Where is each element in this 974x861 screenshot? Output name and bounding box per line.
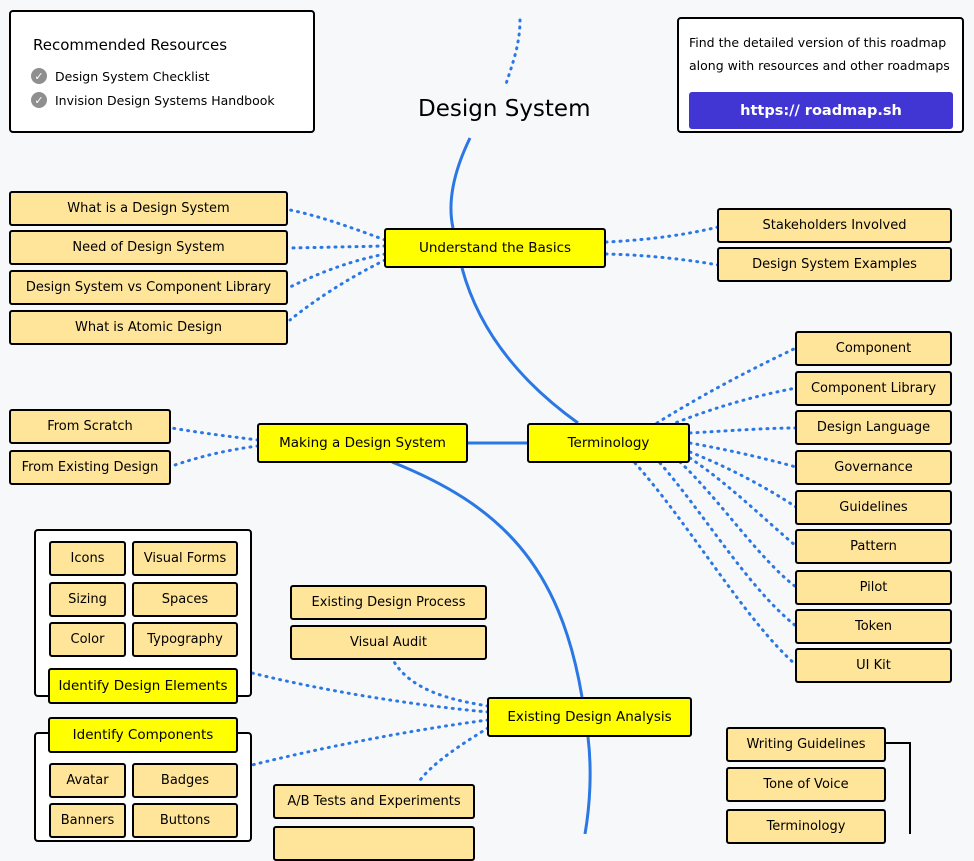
node-analysis-partial[interactable] [273, 826, 475, 861]
link-term-component [655, 346, 798, 425]
link-analysis-audit [391, 658, 490, 708]
link-term-token [658, 461, 798, 628]
link-basics-need [288, 244, 387, 250]
info-line-2: along with resources and other roadmaps [689, 58, 950, 73]
resource-link-checklist[interactable]: ✓ Design System Checklist [31, 68, 210, 84]
connector-layer [170, 18, 911, 834]
node-existing-design-process[interactable]: Existing Design Process [290, 585, 487, 620]
node-writing-guidelines[interactable]: Writing Guidelines [726, 727, 886, 762]
roadmap-canvas: Design System Recommended Resources ✓ De… [9, 10, 964, 861]
spine-making-to-analysis [391, 460, 584, 698]
link-term-language [688, 426, 798, 435]
link-making-existing [170, 444, 260, 468]
node-from-scratch[interactable]: From Scratch [9, 409, 171, 444]
resources-panel: Recommended Resources ✓ Design System Ch… [9, 10, 315, 133]
node-need-of-design-system[interactable]: Need of Design System [9, 230, 288, 265]
link-basics-vs [288, 252, 387, 289]
link-term-pattern [688, 456, 798, 548]
link-basics-examples [604, 252, 720, 267]
node-banners[interactable]: Banners [49, 803, 126, 838]
node-term-design-language[interactable]: Design Language [795, 410, 952, 445]
roadmap-title: Design System [418, 96, 591, 122]
link-term-governance [688, 441, 798, 469]
link-basics-what-is [288, 208, 387, 242]
node-visual-forms[interactable]: Visual Forms [132, 541, 238, 576]
resource-label: Design System Checklist [55, 68, 210, 84]
node-existing-design-analysis[interactable]: Existing Design Analysis [487, 697, 692, 737]
link-term-pilot [678, 460, 798, 589]
node-ab-tests[interactable]: A/B Tests and Experiments [273, 784, 475, 819]
node-color[interactable]: Color [49, 622, 126, 657]
link-term-guidelines [688, 450, 798, 509]
node-writing-terminology[interactable]: Terminology [726, 809, 886, 844]
node-identify-design-elements[interactable]: Identify Design Elements [48, 668, 238, 704]
resource-link-handbook[interactable]: ✓ Invision Design Systems Handbook [31, 92, 275, 108]
node-making-design-system[interactable]: Making a Design System [257, 423, 468, 463]
spine-analysis-down [583, 736, 592, 834]
node-visual-audit[interactable]: Visual Audit [290, 625, 487, 660]
node-term-component[interactable]: Component [795, 331, 952, 366]
node-term-pilot[interactable]: Pilot [795, 570, 952, 605]
link-term-uikit [633, 461, 798, 667]
node-sizing[interactable]: Sizing [49, 582, 126, 617]
writing-bracket [885, 742, 911, 834]
check-circle-icon: ✓ [31, 68, 47, 84]
info-panel: Find the detailed version of this roadma… [677, 17, 964, 133]
check-circle-icon: ✓ [31, 92, 47, 108]
node-design-system-vs-library[interactable]: Design System vs Component Library [9, 270, 288, 305]
info-line-1: Find the detailed version of this roadma… [689, 35, 947, 50]
resource-label: Invision Design Systems Handbook [55, 92, 275, 108]
node-spaces[interactable]: Spaces [132, 582, 238, 617]
link-analysis-elements [250, 671, 490, 714]
link-term-library [668, 386, 798, 427]
link-making-scratch [170, 426, 260, 442]
node-term-guidelines[interactable]: Guidelines [795, 490, 952, 525]
link-basics-atomic [288, 258, 387, 322]
node-identify-components[interactable]: Identify Components [48, 717, 238, 753]
node-buttons[interactable]: Buttons [132, 803, 238, 838]
roadmap-url-button[interactable]: https:// roadmap.sh [689, 92, 953, 129]
node-tone-of-voice[interactable]: Tone of Voice [726, 767, 886, 802]
spine-title-to-basics [449, 137, 472, 229]
node-atomic-design[interactable]: What is Atomic Design [9, 310, 288, 345]
node-term-token[interactable]: Token [795, 609, 952, 644]
node-term-pattern[interactable]: Pattern [795, 529, 952, 564]
node-typography[interactable]: Typography [132, 622, 238, 657]
node-term-ui-kit[interactable]: UI Kit [795, 648, 952, 683]
spine-top-dotted [504, 18, 522, 86]
node-stakeholders[interactable]: Stakeholders Involved [717, 208, 952, 243]
node-understand-basics[interactable]: Understand the Basics [384, 228, 606, 268]
spine-basics-to-terminology [460, 267, 579, 425]
node-from-existing-design[interactable]: From Existing Design [9, 450, 171, 485]
node-terminology[interactable]: Terminology [527, 423, 690, 463]
link-analysis-components [250, 718, 490, 767]
node-icons[interactable]: Icons [49, 541, 126, 576]
node-design-system-examples[interactable]: Design System Examples [717, 247, 952, 282]
node-avatar[interactable]: Avatar [49, 763, 126, 798]
node-term-component-library[interactable]: Component Library [795, 371, 952, 406]
node-badges[interactable]: Badges [132, 763, 238, 798]
link-analysis-ab [416, 726, 490, 785]
link-basics-stakeholders [604, 225, 720, 244]
resources-heading: Recommended Resources [33, 36, 228, 54]
node-term-governance[interactable]: Governance [795, 450, 952, 485]
node-what-is-design-system[interactable]: What is a Design System [9, 191, 288, 226]
